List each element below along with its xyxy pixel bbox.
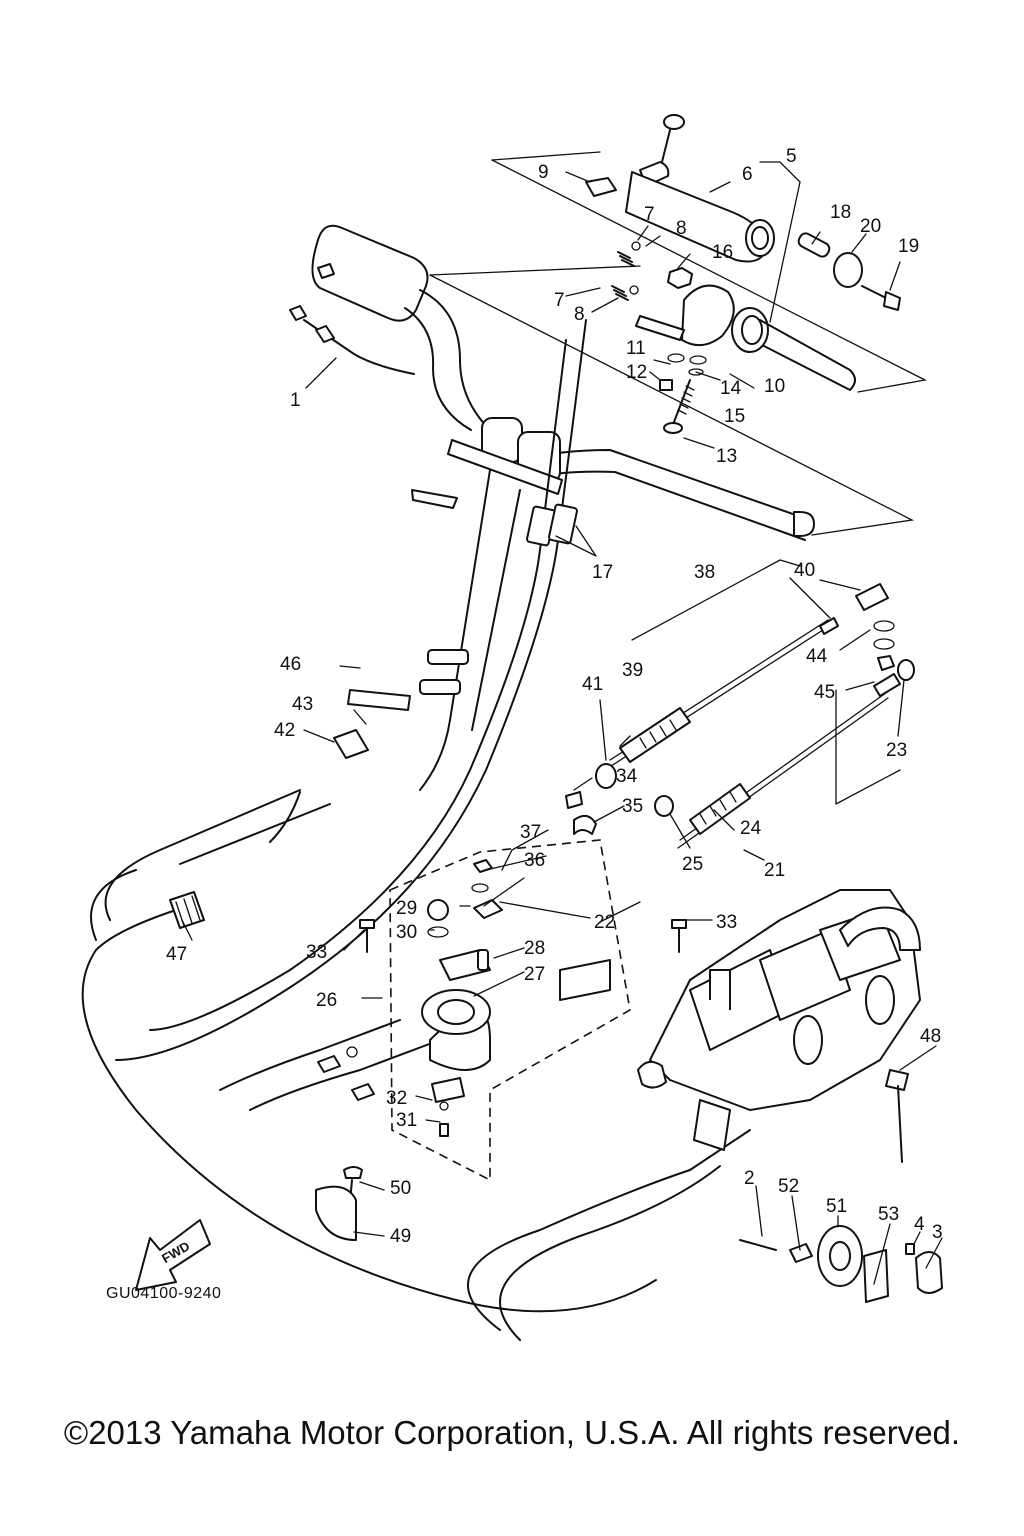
engine	[637, 889, 921, 1151]
callout-9: 9	[538, 162, 549, 183]
callout-34: 34	[616, 766, 638, 787]
callout-30: 30	[396, 922, 417, 943]
callout-53: 53	[878, 1204, 899, 1225]
callout-46: 46	[280, 654, 301, 675]
callout-4: 4	[914, 1214, 925, 1235]
callout-labels: 1 2 3 4 5 6 7 7 8 8 9 10 11 12 13 14 15 …	[106, 146, 943, 1302]
callout-26: 26	[316, 990, 337, 1011]
callout-6: 6	[742, 164, 753, 185]
right-cables	[595, 559, 915, 849]
callout-7b: 7	[554, 290, 565, 311]
callout-37: 37	[520, 822, 541, 843]
leader-lines	[181, 161, 943, 1285]
callout-45: 45	[814, 682, 835, 703]
callout-29: 29	[396, 898, 417, 919]
callout-51: 51	[826, 1196, 847, 1217]
callout-21: 21	[764, 860, 785, 881]
callout-2: 2	[744, 1168, 755, 1189]
callout-36: 36	[524, 850, 545, 871]
callout-39: 39	[622, 660, 643, 681]
callout-3: 3	[932, 1222, 943, 1243]
callout-43: 43	[292, 694, 313, 715]
callout-32: 32	[386, 1088, 407, 1109]
callout-8a: 8	[676, 218, 687, 239]
callout-44: 44	[806, 646, 828, 667]
callout-19: 19	[898, 236, 919, 257]
callout-22: 22	[594, 912, 615, 933]
handlebar	[289, 114, 928, 791]
callout-14: 14	[720, 378, 742, 399]
small-parts	[135, 1069, 943, 1303]
callout-8b: 8	[574, 304, 585, 325]
callout-49: 49	[390, 1226, 411, 1247]
callout-28: 28	[524, 938, 545, 959]
callout-5: 5	[786, 146, 797, 167]
callout-52: 52	[778, 1176, 799, 1197]
callout-25: 25	[682, 854, 703, 875]
callout-18: 18	[830, 202, 851, 223]
exploded-parts-diagram: 1 2 3 4 5 6 7 7 8 8 9 10 11 12 13 14 15 …	[81, 114, 943, 1341]
callout-33a: 33	[306, 942, 327, 963]
callout-50: 50	[390, 1178, 411, 1199]
callout-40: 40	[794, 560, 815, 581]
callout-48: 48	[920, 1026, 941, 1047]
callout-20: 20	[860, 216, 881, 237]
drawing-code: GU04100-9240	[106, 1285, 221, 1302]
callout-10: 10	[764, 376, 785, 397]
control-cables	[81, 319, 751, 1341]
callout-47: 47	[166, 944, 187, 965]
callout-42: 42	[274, 720, 295, 741]
callout-41: 41	[582, 674, 603, 695]
callout-33b: 33	[716, 912, 737, 933]
callout-13: 13	[716, 446, 737, 467]
bracket-assembly	[317, 791, 687, 1182]
callout-35: 35	[622, 796, 643, 817]
callout-38: 38	[694, 562, 715, 583]
callout-11: 11	[626, 338, 646, 359]
copyright-notice: ©2013 Yamaha Motor Corporation, U.S.A. A…	[63, 1414, 961, 1451]
callout-16: 16	[712, 242, 733, 263]
callout-17: 17	[592, 562, 613, 583]
callout-31: 31	[396, 1110, 417, 1131]
callout-7a: 7	[644, 204, 655, 225]
callout-12: 12	[626, 362, 647, 383]
callout-23: 23	[886, 740, 907, 761]
callout-24: 24	[740, 818, 762, 839]
callout-1: 1	[290, 390, 301, 411]
callout-27: 27	[524, 964, 545, 985]
callout-15: 15	[724, 406, 745, 427]
